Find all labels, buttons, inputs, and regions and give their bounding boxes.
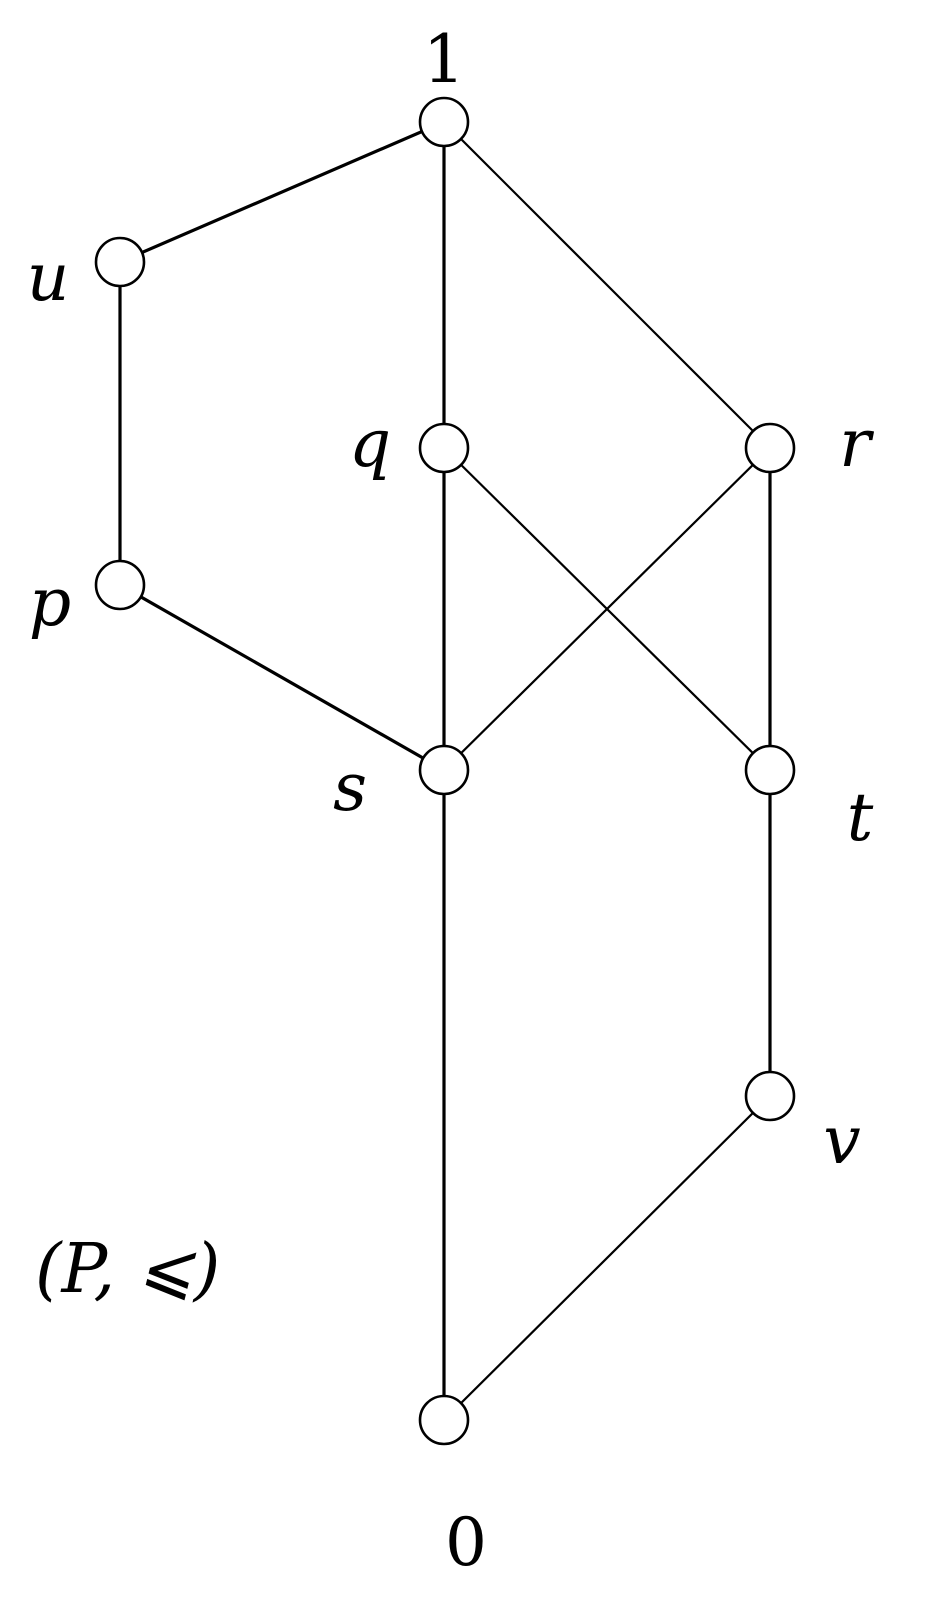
label-s: s	[333, 749, 367, 826]
labels: 1 u q r p s t v 0	[27, 21, 874, 1581]
edge-r-s	[443, 447, 771, 771]
nodes	[94, 96, 796, 1446]
edges	[118, 120, 772, 1421]
node-0	[418, 1394, 470, 1446]
node-r	[744, 422, 796, 474]
edge-v-0	[443, 1095, 771, 1421]
edge-1-r	[443, 121, 771, 449]
node-t	[744, 744, 796, 796]
poset-caption: (P, ⩽)	[35, 1230, 220, 1309]
label-t: t	[847, 779, 874, 856]
label-1: 1	[423, 21, 465, 98]
label-r: r	[839, 405, 874, 482]
edge-1-u	[119, 120, 445, 264]
node-q	[418, 422, 470, 474]
node-s	[418, 744, 470, 796]
label-0: 0	[445, 1504, 487, 1581]
label-v: v	[823, 1102, 860, 1179]
label-u: u	[27, 239, 70, 316]
node-u	[94, 236, 146, 288]
label-p: p	[29, 564, 71, 641]
label-q: q	[349, 405, 391, 482]
node-v	[744, 1070, 796, 1122]
node-1	[418, 96, 470, 148]
edge-p-s	[119, 583, 445, 772]
node-p	[94, 559, 146, 611]
